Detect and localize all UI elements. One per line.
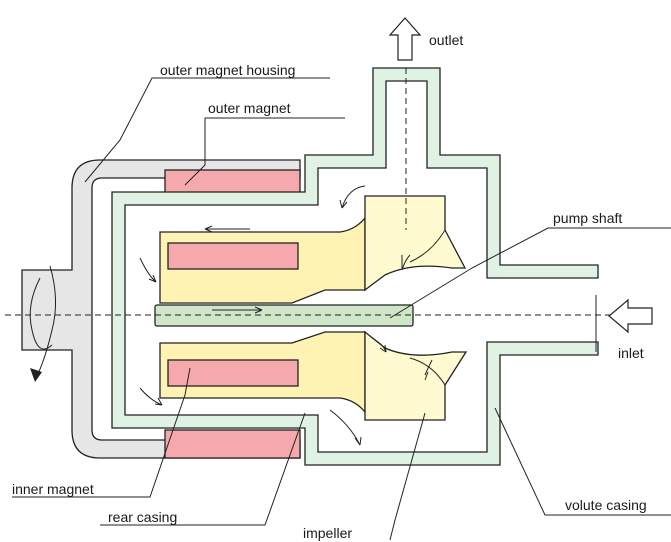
pump-shaft <box>154 304 414 327</box>
leader-lines <box>12 77 671 541</box>
leader-outer-magnet <box>184 117 345 186</box>
outlet-arrow-icon <box>388 17 422 61</box>
volute-casing-label: volute casing <box>565 497 647 513</box>
leader-impeller <box>389 412 426 541</box>
outlet-label: outlet <box>429 32 463 48</box>
pump-shaft-label: pump shaft <box>553 210 622 226</box>
impeller-label: impeller <box>303 525 352 541</box>
outer-magnet-bottom <box>164 429 301 459</box>
inlet-arrow-icon <box>608 298 653 334</box>
impeller-lower <box>364 330 468 421</box>
inner-magnet-bottom <box>167 359 299 387</box>
leader-pump-shaft <box>389 227 671 319</box>
leader-inner-magnet <box>12 367 191 498</box>
inlet-label: inlet <box>618 345 644 361</box>
volute-casing <box>111 67 599 466</box>
outer-magnet-housing <box>21 159 301 459</box>
leader-outer-magnet-housing <box>84 77 330 183</box>
rotation-arrow-icon <box>29 277 53 350</box>
leader-volute-casing <box>494 407 671 516</box>
inner-magnet-top <box>167 242 299 270</box>
impeller-upper <box>364 195 467 292</box>
rotation-arrow-head <box>30 368 42 382</box>
rear-casing-label: rear casing <box>108 509 177 525</box>
flow-arrows <box>139 185 433 446</box>
outer-magnet-label: outer magnet <box>208 100 291 116</box>
leader-rear-casing <box>100 412 306 526</box>
impeller-vane-bottom <box>409 357 446 386</box>
outer-magnet-housing-label: outer magnet housing <box>160 62 295 78</box>
rotation-arrow-curve <box>35 265 57 379</box>
inner-magnet-label: inner magnet <box>12 481 94 497</box>
impeller-vane-top <box>409 229 446 263</box>
